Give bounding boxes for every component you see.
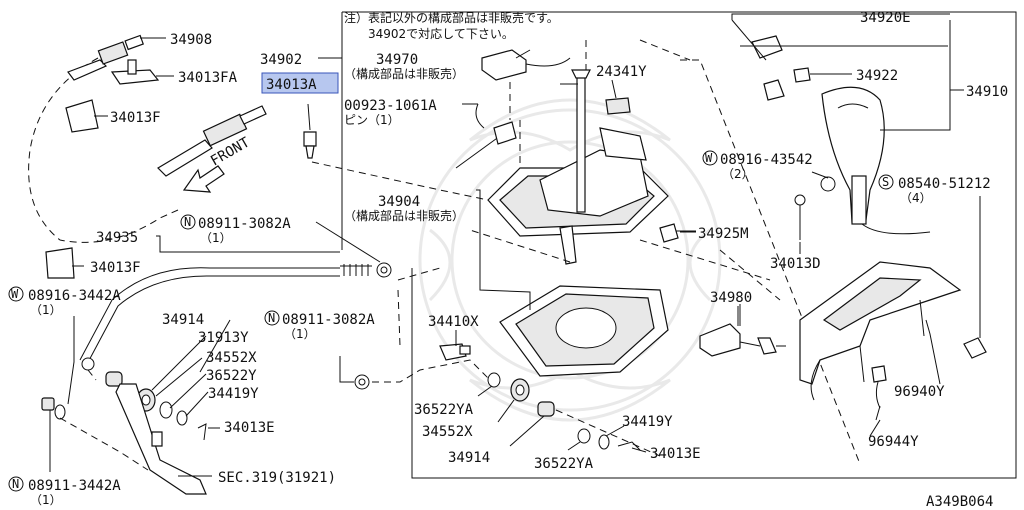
label-08911-3442A-qty: （1） [30, 493, 62, 507]
label-w08916-3442A: W 08916-3442A （1） [8, 286, 121, 317]
bolt-34013A [303, 103, 317, 159]
label-08916-43542: 08916-43542 [720, 152, 813, 168]
rod-and-lever [41, 262, 392, 495]
cover-96940Y [799, 196, 987, 401]
assembly-34902-frame [342, 11, 1017, 479]
label-24341Y: 24341Y [596, 64, 647, 80]
label-08911-3082A-mid-qty: （1） [284, 327, 316, 341]
knob-34910 [821, 86, 931, 235]
switch-34970 [481, 49, 571, 120]
label-08911-3082A-top-qty: （1） [200, 231, 232, 245]
label-sec319: SEC.319(31921) [218, 470, 336, 486]
n-symbol: N [12, 477, 19, 491]
w-symbol: W [11, 287, 19, 301]
label-34013A[interactable]: 34013A [266, 77, 317, 93]
label-34410X: 34410X [428, 314, 479, 330]
label-08540-51212: 08540-51212 [898, 176, 991, 192]
label-34902: 34902 [260, 52, 302, 68]
label-08916-3442A: 08916-3442A [28, 288, 121, 304]
label-34419Y-right: 34419Y [622, 414, 673, 430]
label-36522YA-bottom: 36522YA [534, 456, 594, 472]
label-34552X-left: 34552X [206, 350, 257, 366]
label-36522Y: 36522Y [206, 368, 257, 384]
label-08540-qty: （4） [900, 191, 932, 205]
label-08911-3082A-top: 08911-3082A [198, 216, 291, 232]
label-31913Y: 31913Y [198, 330, 249, 346]
label-08916-3442A-qty: （1） [30, 303, 62, 317]
label-34419Y-left: 34419Y [208, 386, 259, 402]
diagram-code: A349B064 [926, 494, 993, 510]
label-00923: 00923-1061A [344, 98, 437, 114]
n-symbol: N [268, 311, 275, 325]
label-34013E-right: 34013E [650, 446, 701, 462]
label-34922: 34922 [856, 68, 898, 84]
indicator-34980 [699, 306, 786, 357]
label-34013FA: 34013FA [178, 70, 238, 86]
label-34925M: 34925M [698, 226, 749, 242]
label-n08911-3082A-mid: N 08911-3082A （1） [264, 310, 375, 341]
label-34013A-highlight [261, 72, 339, 94]
pin-00923 [455, 103, 517, 169]
label-n08911-3442A: N 08911-3442A （1） [8, 476, 121, 507]
label-08911-3442A: 08911-3442A [28, 478, 121, 494]
label-34013E-left: 34013E [224, 420, 275, 436]
front-arrow: FRONT [182, 134, 253, 193]
label-s08540: S 08540-51212 （4） [878, 174, 991, 205]
label-08911-3082A-mid: 08911-3082A [282, 312, 375, 328]
label-34552X-mid: 34552X [422, 424, 473, 440]
label-n08911-3082A-top: N 08911-3082A （1） [180, 214, 291, 245]
note-line-2: 34902で対応して下さい。 [368, 27, 514, 41]
label-34908: 34908 [170, 32, 212, 48]
label-34920E: 34920E [860, 10, 911, 26]
shifter-base-34904 [487, 69, 696, 377]
lamp-24341Y [605, 97, 631, 115]
label-34013F-top: 34013F [110, 110, 161, 126]
label-34904-note: （構成部品は非販売） [344, 208, 464, 223]
note-line-1: 注）表記以外の構成部品は非販売です。 [344, 10, 559, 25]
s-symbol: S [882, 175, 889, 189]
label-34970: 34970 [376, 52, 418, 68]
n-symbol: N [184, 215, 191, 229]
leader-lines [49, 13, 981, 477]
control-cable [28, 34, 267, 279]
label-96940Y: 96940Y [894, 384, 945, 400]
label-00923-note: ピン（1） [344, 113, 400, 127]
bulb-96944Y [871, 365, 887, 421]
label-34914-left: 34914 [162, 312, 204, 328]
label-34013F-bottom: 34013F [90, 260, 141, 276]
label-08916-43542-qty: （2） [722, 167, 754, 181]
label-34914-mid: 34914 [448, 450, 490, 466]
label-36522YA-mid: 36522YA [414, 402, 474, 418]
label-96944Y: 96944Y [868, 434, 919, 450]
screw-34013D [794, 176, 836, 240]
center-small-parts [354, 267, 661, 457]
label-34970-note: （構成部品は非販売） [344, 66, 464, 81]
assembly-guides [311, 39, 861, 465]
label-34013D: 34013D [770, 256, 821, 272]
button-34920E [731, 19, 852, 101]
w-symbol: W [705, 151, 713, 165]
label-34910: 34910 [966, 84, 1008, 100]
label-w08916-43542: W 08916-43542 （2） [702, 150, 813, 181]
label-34980: 34980 [710, 290, 752, 306]
label-34904: 34904 [378, 194, 420, 210]
label-34935: 34935 [96, 230, 138, 246]
